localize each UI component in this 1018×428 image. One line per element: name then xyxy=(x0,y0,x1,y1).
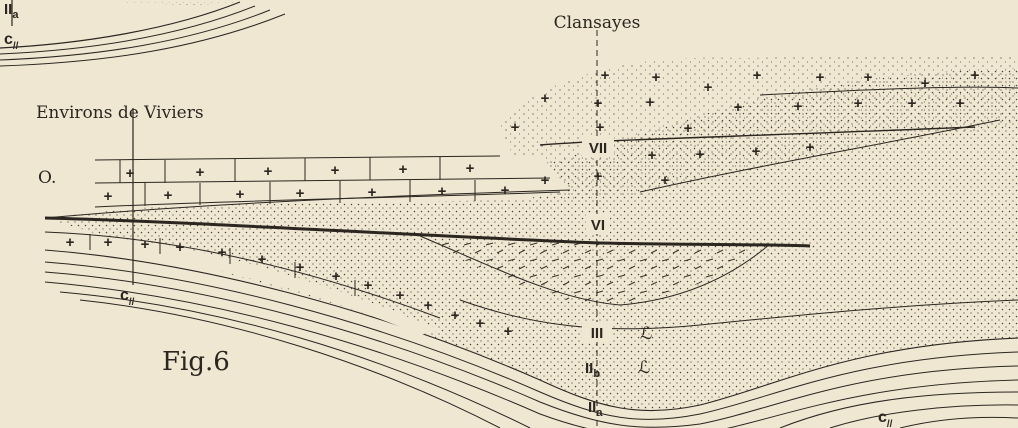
fossil-symbol-1: ℒ xyxy=(640,324,652,344)
viviers-label: Environs de Viviers xyxy=(36,103,204,123)
svg-text:+: + xyxy=(196,164,205,181)
c-right-label: c// xyxy=(878,409,893,428)
svg-text:+: + xyxy=(466,160,475,177)
svg-text:+: + xyxy=(908,95,917,112)
layer-vi-label: VI xyxy=(591,217,605,234)
layer-vii-label: VII xyxy=(589,140,607,157)
svg-text:+: + xyxy=(601,67,610,84)
svg-text:+: + xyxy=(816,69,825,86)
svg-text:+: + xyxy=(921,75,930,92)
svg-text:+: + xyxy=(594,168,603,185)
clansayes-label: Clansayes xyxy=(554,13,641,33)
svg-text:+: + xyxy=(368,184,377,201)
svg-text:+: + xyxy=(296,185,305,202)
svg-text:+: + xyxy=(236,186,245,203)
svg-text:+: + xyxy=(264,163,273,180)
svg-text:+: + xyxy=(332,268,341,285)
svg-text:+: + xyxy=(734,99,743,116)
svg-text:+: + xyxy=(864,69,873,86)
svg-text:+: + xyxy=(331,162,340,179)
svg-text:+: + xyxy=(164,187,173,204)
svg-text:+: + xyxy=(104,234,113,251)
svg-text:+: + xyxy=(296,259,305,276)
svg-text:+: + xyxy=(648,147,657,164)
layer-iia-top-label: IIa xyxy=(4,1,19,21)
svg-text:+: + xyxy=(652,69,661,86)
svg-text:+: + xyxy=(396,287,405,304)
figure-caption: Fig.6 xyxy=(162,347,230,377)
svg-text:+: + xyxy=(501,182,510,199)
c-top-label: c// xyxy=(4,31,19,52)
svg-text:+: + xyxy=(104,188,113,205)
svg-text:+: + xyxy=(438,183,447,200)
svg-text:+: + xyxy=(258,251,267,268)
svg-text:+: + xyxy=(594,95,603,112)
svg-text:+: + xyxy=(704,79,713,96)
svg-text:+: + xyxy=(399,161,408,178)
svg-text:+: + xyxy=(541,172,550,189)
svg-text:+: + xyxy=(364,277,373,294)
svg-text:+: + xyxy=(541,90,550,107)
svg-text:+: + xyxy=(661,172,670,189)
svg-text:+: + xyxy=(956,95,965,112)
layer-iii-label: III xyxy=(591,325,604,342)
svg-text:+: + xyxy=(794,98,803,115)
svg-text:+: + xyxy=(753,67,762,84)
svg-text:+: + xyxy=(646,94,655,111)
svg-text:+: + xyxy=(854,95,863,112)
svg-text:+: + xyxy=(752,143,761,160)
svg-text:+: + xyxy=(141,236,150,253)
svg-text:+: + xyxy=(66,234,75,251)
svg-text:+: + xyxy=(476,315,485,332)
fossil-symbol-2: ℒ xyxy=(638,358,650,378)
zero-label: O. xyxy=(38,168,56,188)
svg-text:+: + xyxy=(451,307,460,324)
upper-fragment xyxy=(0,0,285,66)
svg-text:+: + xyxy=(424,297,433,314)
svg-text:+: + xyxy=(176,239,185,256)
svg-text:+: + xyxy=(511,119,520,136)
svg-text:+: + xyxy=(218,244,227,261)
svg-text:+: + xyxy=(696,146,705,163)
svg-text:+: + xyxy=(504,323,513,340)
svg-text:+: + xyxy=(971,67,980,84)
svg-text:+: + xyxy=(806,139,815,156)
c-mid-label: c// xyxy=(120,287,135,308)
svg-text:+: + xyxy=(684,120,693,137)
